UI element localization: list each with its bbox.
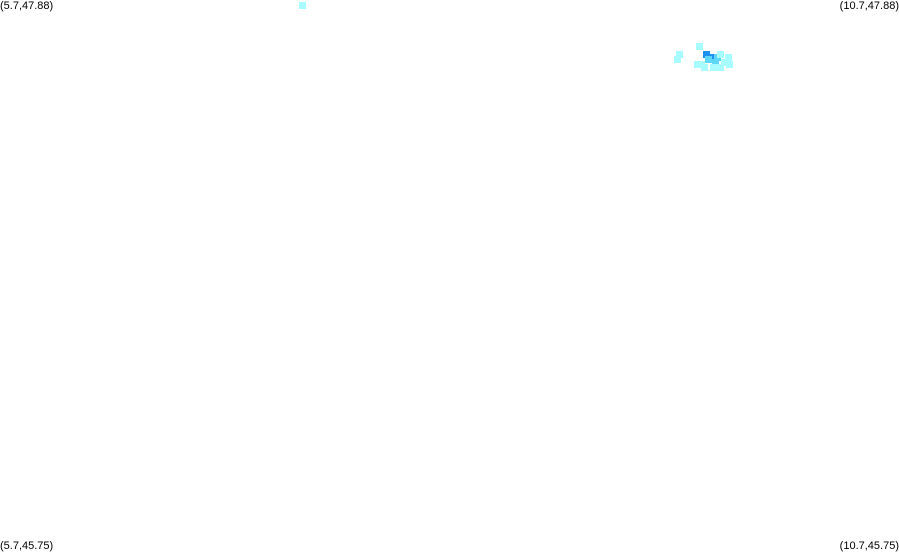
corner-label-bottom-right: (10.7,45.75) bbox=[839, 540, 899, 552]
heatmap-cell bbox=[712, 59, 719, 66]
heatmap-cell bbox=[694, 61, 701, 68]
heatmap-cell bbox=[299, 2, 306, 9]
heatmap-cell bbox=[725, 54, 732, 61]
heatmap-cell bbox=[701, 64, 708, 71]
corner-label-top-left: (5.7,47.88) bbox=[0, 0, 54, 12]
heatmap-cell bbox=[717, 64, 724, 71]
heatmap-cell bbox=[705, 56, 712, 63]
heatmap-cell bbox=[721, 59, 728, 66]
heatmap-cell bbox=[710, 64, 717, 71]
heatmap-cell bbox=[709, 54, 716, 61]
heatmap-cell bbox=[676, 51, 683, 58]
heatmap-cell bbox=[726, 61, 733, 68]
heatmap-cell bbox=[717, 51, 724, 58]
corner-label-top-right: (10.7,47.88) bbox=[839, 0, 899, 12]
heatmap-cell bbox=[696, 43, 703, 50]
heatmap-cell bbox=[703, 51, 710, 58]
corner-label-bottom-left: (5.7,45.75) bbox=[0, 540, 54, 552]
heatmap-cell bbox=[674, 56, 681, 63]
